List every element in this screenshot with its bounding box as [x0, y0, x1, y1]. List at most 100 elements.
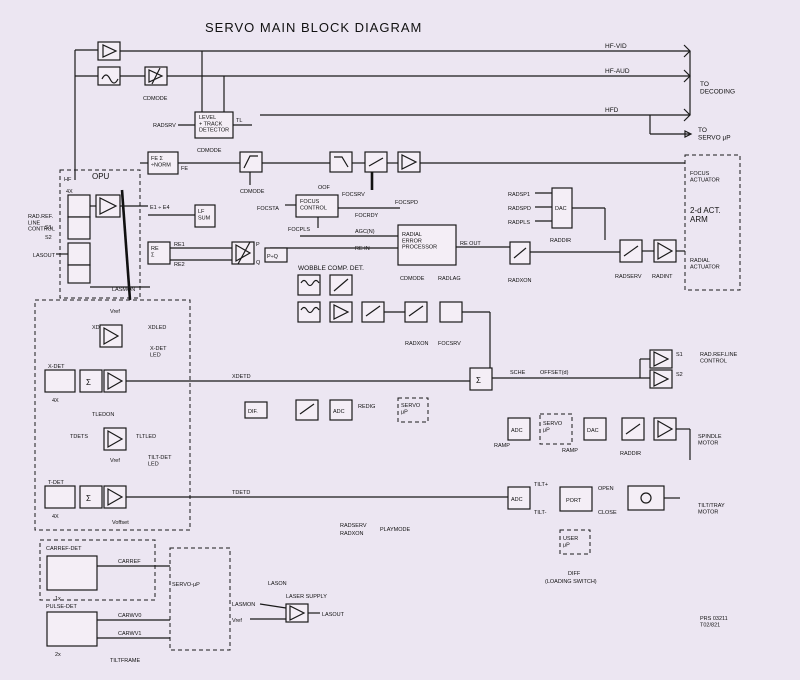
svg-text:RADDIR: RADDIR: [620, 451, 641, 457]
tilt-tray-path: ADC TILT+ TILT- PORT OPEN CLOSE TILT/TRA…: [340, 482, 725, 585]
svg-text:ADC: ADC: [511, 428, 523, 434]
svg-text:T-DET: T-DET: [48, 480, 65, 486]
svg-text:RADSPD: RADSPD: [508, 206, 531, 212]
lf-sum: [194, 204, 216, 228]
photodiode-2: [67, 216, 91, 240]
svg-text:PORT: PORT: [566, 498, 582, 504]
svg-text:Q: Q: [256, 260, 261, 266]
svg-text:RAMP: RAMP: [494, 443, 510, 449]
svg-text:FOCSTA: FOCSTA: [257, 206, 279, 212]
svg-text:TDETD: TDETD: [232, 490, 250, 496]
svg-text:OOF: OOF: [318, 185, 331, 191]
svg-text:CLOSE: CLOSE: [598, 510, 617, 516]
svg-text:RADPLS: RADPLS: [508, 220, 530, 226]
cdmode-label-a: CDMODE: [143, 96, 168, 102]
svg-text:CDMODE: CDMODE: [240, 189, 265, 195]
svg-text:X-DET: X-DET: [48, 364, 65, 370]
svg-text:Vref: Vref: [110, 458, 120, 464]
diagram-title: SERVO MAIN BLOCK DIAGRAM: [205, 20, 422, 35]
svg-text:LASER SUPPLY: LASER SUPPLY: [286, 594, 327, 600]
act-arm-label: 2-d ACT.ARM: [690, 206, 721, 224]
svg-text:CARREF: CARREF: [118, 559, 141, 565]
svg-text:SCHE: SCHE: [510, 370, 526, 376]
svg-text:FOCSRV: FOCSRV: [342, 192, 365, 198]
svg-text:CDMODE: CDMODE: [197, 148, 222, 154]
svg-text:RADSERV: RADSERV: [615, 274, 642, 280]
svg-text:PULSE-DET: PULSE-DET: [46, 604, 78, 610]
svg-text:Σ: Σ: [86, 494, 91, 503]
svg-text:RADXON: RADXON: [340, 531, 364, 537]
svg-text:RADSERV: RADSERV: [340, 523, 367, 529]
svg-text:XDETD: XDETD: [232, 374, 251, 380]
hfd-label: HFD: [605, 107, 619, 114]
svg-text:RADXON: RADXON: [508, 278, 532, 284]
svg-text:Vref: Vref: [232, 618, 242, 624]
svg-text:TLEDON: TLEDON: [92, 412, 114, 418]
svg-text:Σ: Σ: [476, 376, 481, 385]
svg-text:4X: 4X: [52, 398, 59, 404]
svg-text:XDLED: XDLED: [148, 325, 166, 331]
svg-text:FOCSRV: FOCSRV: [438, 341, 461, 347]
radxon-switch-2: [404, 301, 428, 323]
dif-block: [244, 401, 268, 419]
svg-text:Σ: Σ: [86, 378, 91, 387]
wobble-amplifier: [329, 301, 353, 323]
svg-text:AGC(N): AGC(N): [355, 229, 375, 235]
svg-text:DIF.: DIF.: [248, 409, 258, 415]
svg-text:FE Σ÷NORM: FE Σ÷NORM: [151, 156, 171, 168]
svg-text:Vref: Vref: [110, 309, 120, 315]
opu-label: OPU: [92, 172, 110, 181]
photodiode-3: [67, 242, 91, 266]
svg-text:FOCSPD: FOCSPD: [395, 200, 418, 206]
focus-filter: [329, 151, 353, 173]
pulse-optocoupler: [46, 611, 98, 647]
t-det-photodiode: [44, 485, 76, 509]
svg-text:P: P: [256, 242, 260, 248]
wobble-comp-det: WOBBLE COMP. DET. RADXON FOCSRV: [297, 265, 491, 370]
svg-text:Voffset: Voffset: [112, 520, 129, 526]
svg-text:(LOADING SWITCH): (LOADING SWITCH): [545, 579, 597, 585]
svg-text:4X: 4X: [66, 189, 73, 195]
svg-text:REDIG: REDIG: [358, 404, 375, 410]
svg-text:ADC: ADC: [511, 497, 523, 503]
re-amplifier: [231, 241, 255, 265]
svg-text:S2: S2: [45, 235, 52, 241]
focsrv-hold: [439, 301, 463, 323]
sche-sum: [469, 367, 493, 391]
svg-text:FOCRDY: FOCRDY: [355, 213, 379, 219]
radial-dac-path: RADSP1 RADSPD RADPLS DAC RADDIR RADXON R…: [508, 187, 685, 284]
svg-text:RAMP: RAMP: [562, 448, 578, 454]
svg-text:TILTFRAME: TILTFRAME: [110, 658, 140, 664]
svg-text:CDMODE: CDMODE: [400, 276, 425, 282]
port-block: [559, 486, 593, 512]
svg-text:DAC: DAC: [555, 206, 567, 212]
svg-text:OFFSET(d): OFFSET(d): [540, 370, 569, 376]
svg-text:RE OUT: RE OUT: [460, 241, 481, 247]
svg-text:RADXON: RADXON: [405, 341, 429, 347]
svg-text:OPEN: OPEN: [598, 486, 614, 492]
svg-text:2x: 2x: [55, 652, 61, 658]
svg-text:WOBBLE COMP. DET.: WOBBLE COMP. DET.: [298, 265, 364, 272]
svg-text:TILT+: TILT+: [534, 482, 548, 488]
svg-text:RE2: RE2: [174, 262, 185, 268]
focus-amplifier: [397, 151, 421, 173]
xdets-amplifier: [99, 324, 123, 348]
svg-text:S1: S1: [676, 352, 683, 358]
focus-path: CDMODE FOCSRV FOCSPD OOF: [230, 151, 685, 206]
